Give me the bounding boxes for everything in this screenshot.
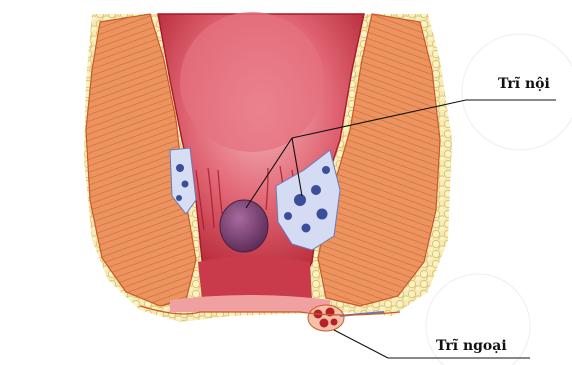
internal-hemorrhoid [220, 200, 268, 252]
rectal-ampulla [180, 12, 324, 152]
anal-canal [198, 256, 312, 300]
internal-hemorrhoid-label: Trĩ nội [498, 76, 550, 92]
anal-verge [170, 295, 330, 312]
external-hemorrhoid-label: Trĩ ngoại [436, 338, 507, 354]
label-halo-internal [462, 34, 572, 150]
